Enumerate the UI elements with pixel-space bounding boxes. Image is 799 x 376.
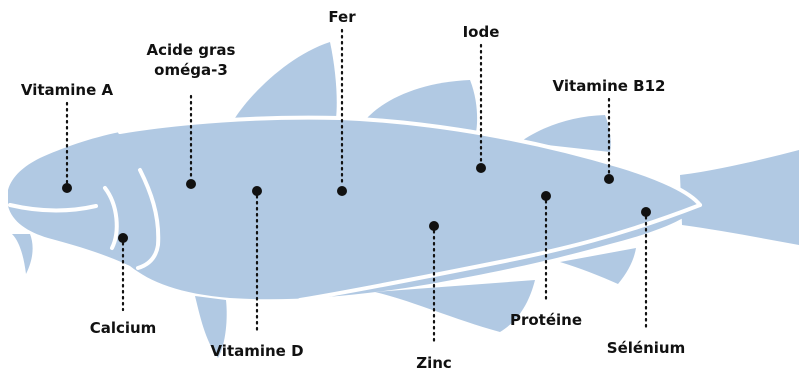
barbel <box>12 234 33 274</box>
dot-selenium <box>641 207 651 217</box>
label-omega3-line2: oméga-3 <box>154 61 228 79</box>
label-vitamine-a: Vitamine A <box>21 81 114 99</box>
label-fer: Fer <box>328 8 356 26</box>
dot-vitamine-d <box>252 186 262 196</box>
dot-vitamine-a <box>62 183 72 193</box>
tail-fin <box>680 150 799 245</box>
label-zinc: Zinc <box>416 354 452 372</box>
label-calcium: Calcium <box>90 319 157 337</box>
label-selenium: Sélénium <box>607 339 685 357</box>
label-vitamine-b12: Vitamine B12 <box>553 77 666 95</box>
label-proteine: Protéine <box>510 311 582 329</box>
dot-iode <box>476 163 486 173</box>
dot-omega3 <box>186 179 196 189</box>
dot-proteine <box>541 191 551 201</box>
label-omega3-line1: Acide gras <box>147 41 236 59</box>
dot-zinc <box>429 221 439 231</box>
label-vitamine-d: Vitamine D <box>210 342 303 360</box>
dot-vitamine-b12 <box>604 174 614 184</box>
dot-fer <box>337 186 347 196</box>
dot-calcium <box>118 233 128 243</box>
label-iode: Iode <box>463 23 500 41</box>
dorsal-fin-1 <box>235 42 337 118</box>
